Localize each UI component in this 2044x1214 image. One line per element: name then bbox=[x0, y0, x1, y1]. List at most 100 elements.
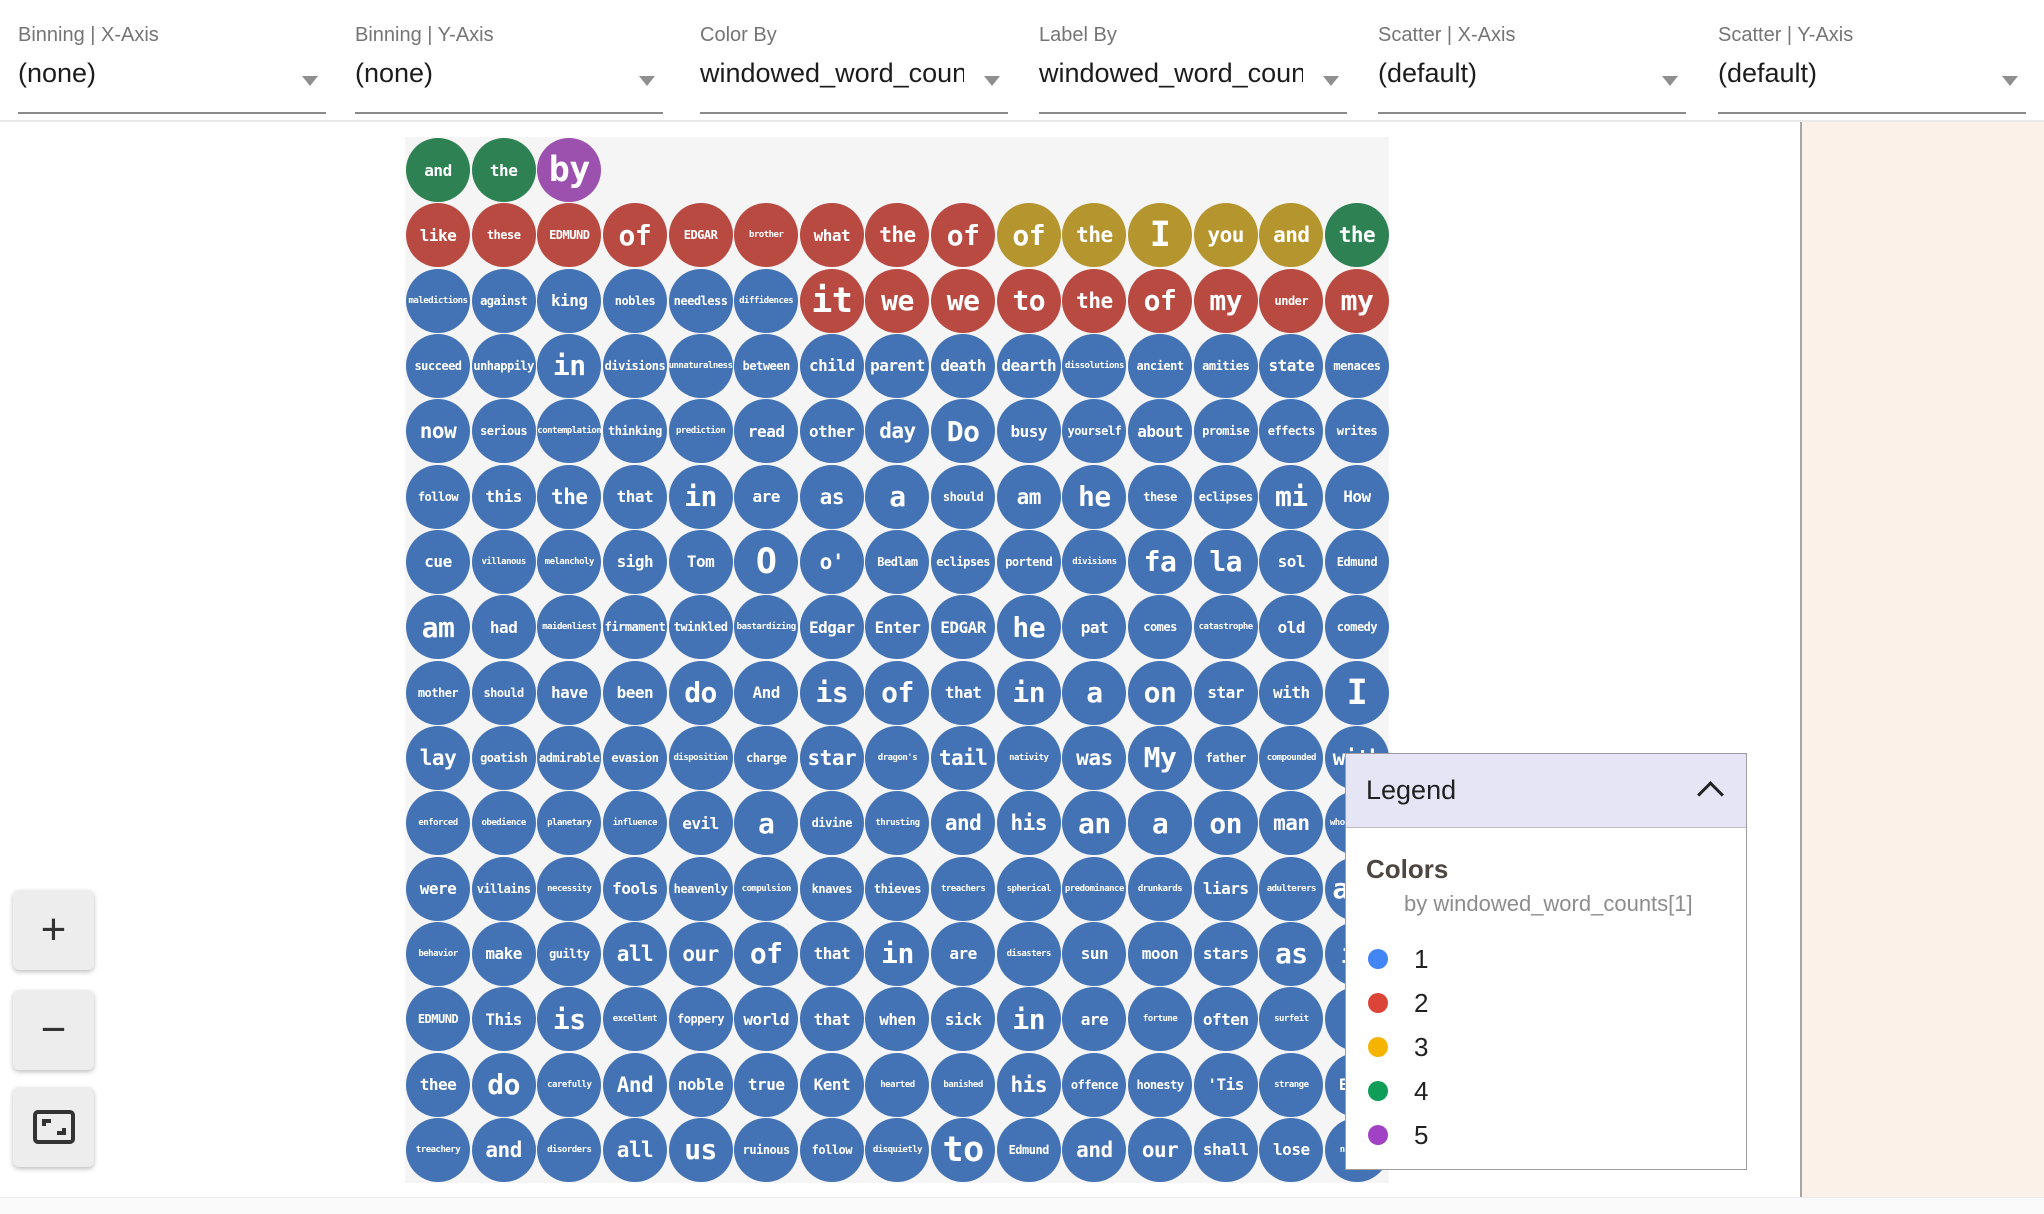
word-bubble[interactable]: surfeit bbox=[1259, 987, 1324, 1052]
word-bubble[interactable]: How bbox=[1324, 464, 1389, 529]
word-bubble[interactable]: heavenly bbox=[668, 856, 733, 921]
word-bubble[interactable]: My bbox=[1128, 725, 1193, 790]
word-bubble[interactable]: of bbox=[996, 203, 1061, 268]
word-bubble[interactable]: like bbox=[406, 203, 470, 268]
word-bubble[interactable]: and bbox=[1259, 203, 1324, 268]
word-bubble[interactable]: a bbox=[734, 791, 799, 856]
dropdown-binning-x[interactable]: Binning | X-Axis(none) bbox=[18, 0, 326, 114]
word-bubble[interactable]: divisions bbox=[1062, 529, 1127, 594]
word-bubble[interactable]: comedy bbox=[1324, 595, 1389, 660]
word-bubble[interactable]: admirable bbox=[537, 725, 602, 790]
word-bubble[interactable]: old bbox=[1259, 595, 1324, 660]
word-bubble[interactable]: that bbox=[931, 660, 996, 725]
word-bubble[interactable]: he bbox=[1062, 464, 1127, 529]
word-bubble[interactable]: dissolutions bbox=[1062, 333, 1127, 398]
dropdown-value[interactable]: (none) bbox=[18, 58, 97, 88]
dropdown-value[interactable]: (default) bbox=[1378, 58, 1478, 88]
word-bubble[interactable]: in bbox=[996, 987, 1061, 1052]
word-bubble[interactable]: sigh bbox=[602, 529, 667, 594]
dropdown-binning-y[interactable]: Binning | Y-Axis(none) bbox=[355, 0, 663, 114]
word-bubble[interactable]: that bbox=[799, 921, 864, 986]
word-bubble[interactable]: am bbox=[996, 464, 1061, 529]
word-bubble[interactable]: Edmund bbox=[996, 1117, 1061, 1182]
word-bubble[interactable]: the bbox=[865, 203, 930, 268]
word-bubble[interactable]: evil bbox=[668, 791, 733, 856]
word-bubble[interactable]: ancient bbox=[1128, 333, 1193, 398]
word-bubble[interactable]: do bbox=[668, 660, 733, 725]
word-bubble[interactable]: his bbox=[996, 1052, 1061, 1117]
word-bubble[interactable]: the bbox=[537, 464, 602, 529]
word-bubble[interactable]: in bbox=[996, 660, 1061, 725]
word-bubble[interactable]: star bbox=[799, 725, 864, 790]
caret-down-icon[interactable] bbox=[639, 76, 655, 86]
word-bubble[interactable]: O bbox=[734, 529, 799, 594]
bottom-scroll-strip[interactable] bbox=[0, 1197, 2044, 1214]
word-bubble[interactable]: catastrophe bbox=[1193, 595, 1258, 660]
word-bubble[interactable]: lose bbox=[1259, 1117, 1324, 1182]
word-bubble[interactable]: melancholy bbox=[537, 529, 602, 594]
word-bubble[interactable]: hearted bbox=[865, 1052, 930, 1117]
word-bubble[interactable]: you bbox=[1193, 203, 1258, 268]
word-bubble[interactable]: read bbox=[734, 399, 799, 464]
word-bubble[interactable]: predominance bbox=[1062, 856, 1127, 921]
word-bubble[interactable]: treachery bbox=[406, 1117, 470, 1182]
word-bubble[interactable]: eclipses bbox=[931, 529, 996, 594]
word-bubble[interactable]: should bbox=[931, 464, 996, 529]
word-bubble[interactable]: all bbox=[602, 921, 667, 986]
word-bubble[interactable]: by bbox=[537, 138, 602, 202]
word-bubble[interactable]: o' bbox=[799, 529, 864, 594]
word-bubble[interactable]: strange bbox=[1259, 1052, 1324, 1117]
caret-down-icon[interactable] bbox=[2002, 76, 2018, 86]
word-bubble[interactable]: excellent bbox=[602, 987, 667, 1052]
word-bubble[interactable]: goatish bbox=[471, 725, 536, 790]
word-bubble[interactable]: ruinous bbox=[734, 1117, 799, 1182]
zoom-in-button[interactable]: + bbox=[13, 890, 94, 970]
word-bubble[interactable]: star bbox=[1193, 660, 1258, 725]
word-bubble[interactable]: cue bbox=[406, 529, 470, 594]
word-bubble[interactable]: are bbox=[931, 921, 996, 986]
word-bubble[interactable]: knaves bbox=[799, 856, 864, 921]
word-bubble[interactable]: EDMUND bbox=[537, 203, 602, 268]
word-bubble[interactable]: Enter bbox=[865, 595, 930, 660]
word-bubble[interactable]: other bbox=[799, 399, 864, 464]
word-bubble[interactable]: brother bbox=[734, 203, 799, 268]
word-bubble[interactable]: it bbox=[799, 268, 864, 333]
word-bubble[interactable]: as bbox=[1259, 921, 1324, 986]
zoom-out-button[interactable]: − bbox=[13, 990, 94, 1070]
word-bubble[interactable]: true bbox=[734, 1052, 799, 1117]
word-bubble[interactable]: twinkled bbox=[668, 595, 733, 660]
word-bubble[interactable]: And bbox=[602, 1052, 667, 1117]
word-bubble[interactable]: offence bbox=[1062, 1052, 1127, 1117]
word-bubble[interactable]: sun bbox=[1062, 921, 1127, 986]
word-bubble[interactable]: treachers bbox=[931, 856, 996, 921]
word-bubble[interactable]: pat bbox=[1062, 595, 1127, 660]
word-bubble[interactable]: a bbox=[1128, 791, 1193, 856]
word-bubble[interactable]: villains bbox=[471, 856, 536, 921]
word-bubble[interactable]: when bbox=[865, 987, 930, 1052]
word-bubble[interactable]: honesty bbox=[1128, 1052, 1193, 1117]
word-bubble[interactable]: his bbox=[996, 791, 1061, 856]
word-bubble[interactable]: of bbox=[931, 203, 996, 268]
word-bubble[interactable]: dearth bbox=[996, 333, 1061, 398]
word-bubble[interactable]: bastardizing bbox=[734, 595, 799, 660]
word-bubble[interactable]: my bbox=[1193, 268, 1258, 333]
word-bubble[interactable]: adulterers bbox=[1259, 856, 1324, 921]
word-bubble[interactable]: moon bbox=[1128, 921, 1193, 986]
word-bubble[interactable]: disquietly bbox=[865, 1117, 930, 1182]
word-bubble[interactable]: sick bbox=[931, 987, 996, 1052]
caret-down-icon[interactable] bbox=[302, 76, 318, 86]
word-bubble[interactable]: of bbox=[1128, 268, 1193, 333]
word-bubble[interactable]: what bbox=[799, 203, 864, 268]
word-bubble[interactable]: that bbox=[799, 987, 864, 1052]
word-bubble[interactable]: a bbox=[1062, 660, 1127, 725]
word-bubble[interactable]: under bbox=[1259, 268, 1324, 333]
word-bubble[interactable]: the bbox=[1324, 203, 1389, 268]
word-bubble[interactable]: of bbox=[602, 203, 667, 268]
dropdown-scatter-x[interactable]: Scatter | X-Axis(default) bbox=[1378, 0, 1686, 114]
word-bubble[interactable]: the bbox=[1062, 203, 1127, 268]
word-bubble[interactable]: with bbox=[1259, 660, 1324, 725]
word-bubble[interactable]: needless bbox=[668, 268, 733, 333]
word-bubble[interactable]: make bbox=[471, 921, 536, 986]
